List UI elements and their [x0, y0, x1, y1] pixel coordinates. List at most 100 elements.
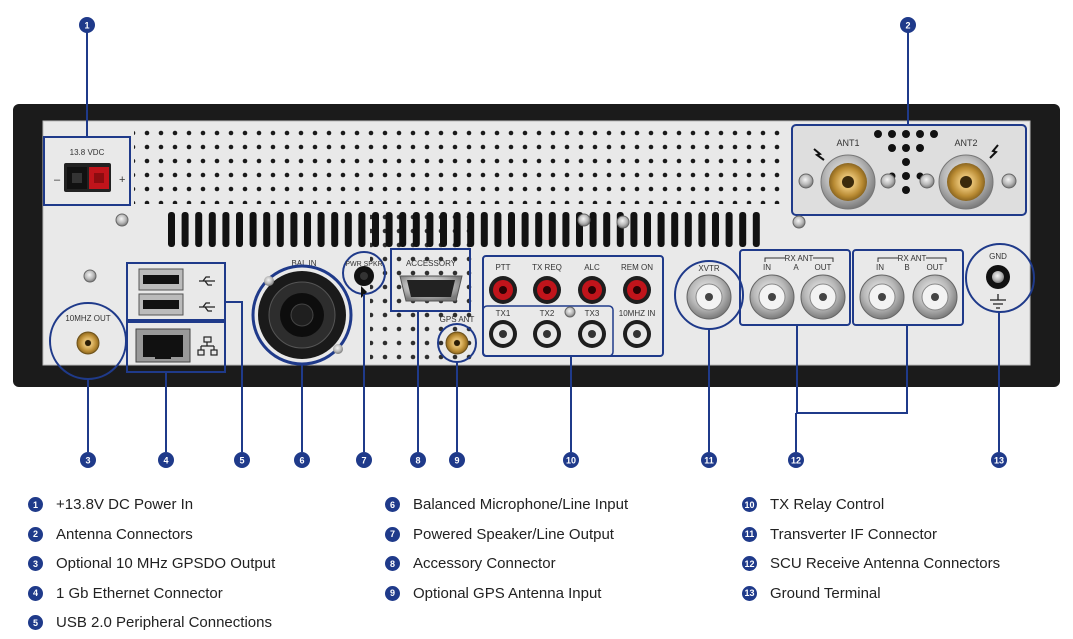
vent-slot: [521, 212, 529, 247]
rx-ant-b-connectors: [859, 274, 958, 320]
usb-ports: [138, 268, 184, 316]
vent-slot: [535, 212, 543, 247]
vent-slot: [399, 212, 407, 247]
legend-badge: 4: [28, 585, 43, 601]
leader-lines: [86, 32, 1000, 452]
vent-slot: [222, 212, 230, 247]
vent-slot: [344, 212, 352, 247]
marker-4: 4: [158, 452, 174, 468]
legend-item: 1+13.8V DC Power In: [28, 490, 275, 520]
legend-badge: 9: [385, 585, 400, 601]
legend-badge: 3: [28, 556, 43, 572]
ant1-connector: [820, 154, 876, 210]
legend-badge: 10: [742, 497, 757, 513]
svg-text:4: 4: [163, 456, 168, 466]
lightning-icon: [813, 148, 825, 161]
vent-slot: [208, 212, 216, 247]
legend-badge: 12: [742, 556, 757, 572]
vent-slot: [412, 212, 420, 247]
legend-badge: 1: [28, 497, 43, 513]
gnd-terminal: [986, 265, 1010, 289]
vent-slot: [725, 212, 733, 247]
rca-white-jacks: [489, 320, 651, 348]
legend-badge: 11: [742, 526, 757, 542]
vent-slot: [426, 212, 434, 247]
vent-slot: [630, 212, 638, 247]
marker-8: 8: [410, 452, 426, 468]
rx-ant-a-highlight-box: [739, 249, 851, 326]
marker-9: 9: [449, 452, 465, 468]
rx-ant-a-letter: A: [793, 263, 799, 272]
vent-slot: [548, 212, 556, 247]
pwr-spkr-jack: [354, 266, 374, 298]
power-plus: +: [119, 174, 125, 186]
lightning-icon: [989, 144, 999, 159]
tx-outputs-box: [482, 305, 614, 357]
gps-ant-connector: [445, 331, 469, 355]
vent-slot: [181, 212, 189, 247]
svg-text:7: 7: [361, 456, 366, 466]
pwr-spkr-label: PWR SPKR: [345, 261, 382, 268]
vent-slot: [263, 212, 271, 247]
vent-slot: [494, 212, 502, 247]
vent-slot: [562, 212, 570, 247]
vent-slot: [467, 212, 475, 247]
tx3-label: TX3: [585, 309, 600, 318]
legend-badge: 13: [742, 585, 757, 601]
vent-slot: [440, 212, 447, 247]
accessory-highlight-box: [390, 248, 471, 312]
marker-13: 13: [991, 452, 1007, 468]
power-connector: 13.8 VDC – +: [54, 148, 125, 192]
legend-badge: 2: [28, 526, 43, 542]
legend-item: 7 Powered Speaker/Line Output: [385, 520, 628, 550]
marker-3: 3: [80, 452, 96, 468]
legend-label: Powered Speaker/Line Output: [413, 525, 614, 543]
ten-mhz-out-label: 10MHZ OUT: [65, 314, 110, 323]
panel-screws: [83, 213, 806, 283]
legend-badge: 6: [385, 497, 400, 513]
vent-slot: [508, 212, 515, 247]
rem-on-label: REM ON: [621, 263, 653, 272]
legend-label: Transverter IF Connector: [770, 525, 937, 543]
vent-slot: [290, 212, 298, 247]
network-icon: [197, 336, 218, 356]
legend-item: 9 Optional GPS Antenna Input: [385, 579, 628, 609]
ant2-label: ANT2: [954, 138, 977, 148]
marker-2: 2: [900, 17, 916, 33]
ant2-connector: [938, 154, 994, 210]
legend-label: SCU Receive Antenna Connectors: [770, 555, 1001, 573]
svg-text:8: 8: [415, 456, 420, 466]
rx-ant-a-connectors: [749, 274, 846, 320]
legend-item: 12 SCU Receive Antenna Connectors: [742, 549, 1000, 579]
vent-slot: [698, 212, 706, 247]
ptt-label: PTT: [495, 263, 510, 272]
ten-mhz-out-connector: [76, 331, 100, 355]
svg-text:11: 11: [704, 456, 714, 466]
vent-slot: [712, 212, 719, 247]
bal-in-connector: [258, 271, 346, 359]
vent-slot: [168, 212, 175, 247]
tx1-label: TX1: [496, 309, 511, 318]
svg-text:1: 1: [84, 21, 89, 31]
legend-badge: 5: [28, 615, 43, 631]
vent-slots: [168, 212, 760, 247]
antenna-screws: [798, 173, 1017, 189]
ground-icon: [990, 294, 1006, 309]
usb-icon: [199, 276, 215, 312]
legend-label: Optional GPS Antenna Input: [413, 584, 602, 602]
vent-slot: [249, 212, 257, 247]
power-minus: –: [54, 174, 61, 186]
vent-slot: [385, 212, 393, 247]
legend-badge: 7: [385, 526, 400, 542]
ethernet-port: [135, 328, 191, 363]
marker-1: 1: [79, 17, 95, 33]
rx-ant-a-out-label: OUT: [815, 263, 832, 272]
accessory-label: ACCESSORY: [406, 259, 457, 268]
vent-slot: [358, 212, 366, 247]
svg-text:9: 9: [454, 456, 459, 466]
vent-slot: [480, 212, 488, 247]
